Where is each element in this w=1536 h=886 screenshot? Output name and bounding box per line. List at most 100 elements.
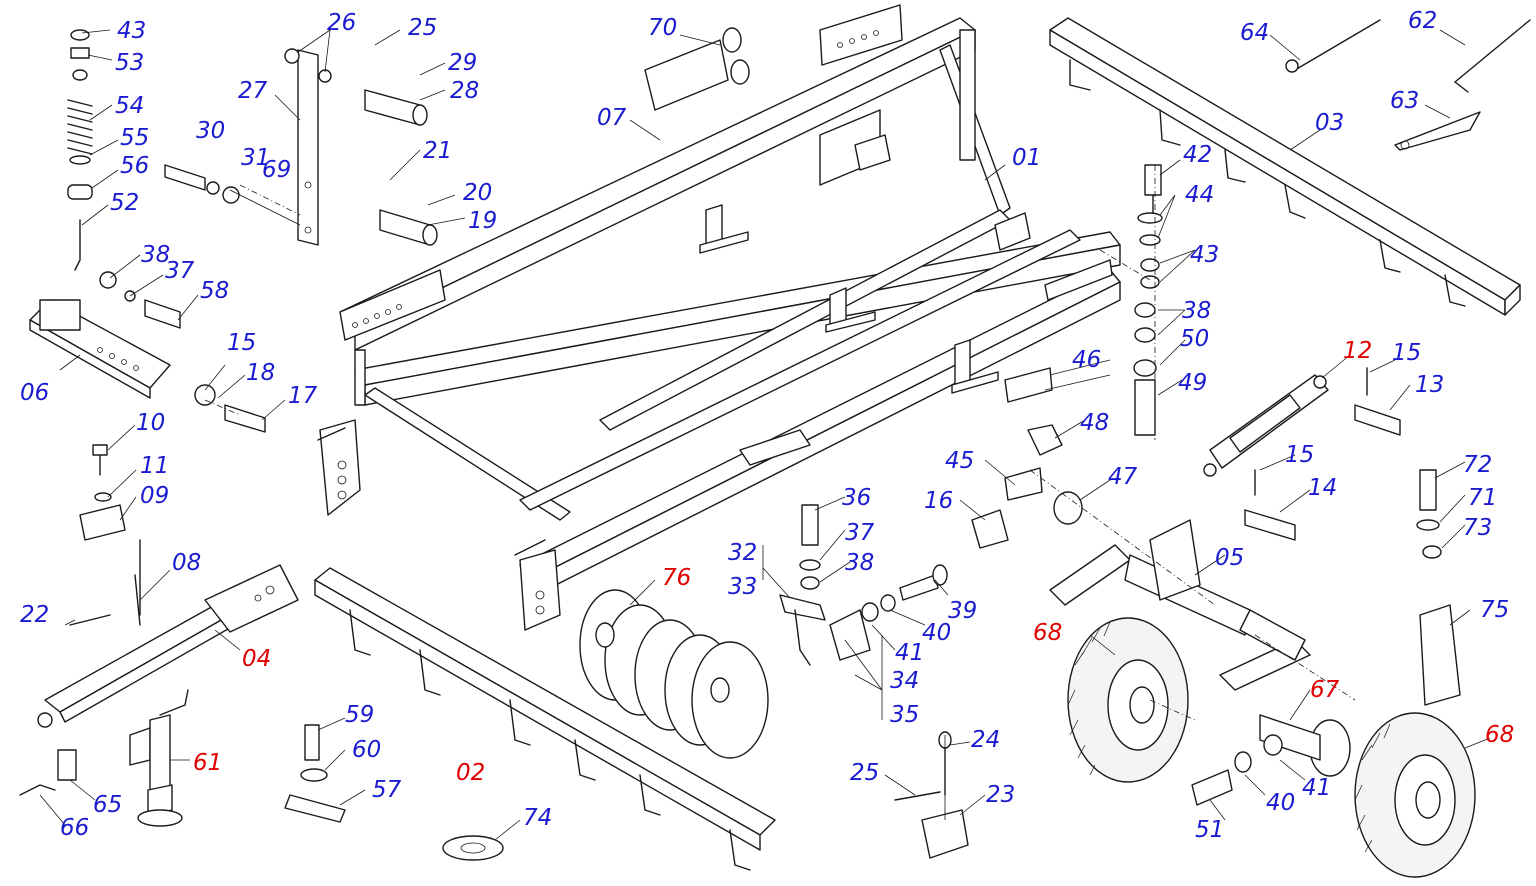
label-06: 06 [20, 380, 49, 406]
axle-holder [971, 367, 1083, 549]
label-24: 24 [971, 727, 1000, 753]
label-41a: 41 [895, 640, 924, 666]
wheel-68-right [1354, 712, 1476, 878]
label-46: 46 [1072, 347, 1101, 373]
label-01: 01 [1012, 145, 1041, 171]
label-14: 14 [1308, 475, 1337, 501]
label-07: 07 [597, 105, 627, 131]
label-25b: 25 [850, 760, 879, 786]
label-68b: 68 [1485, 722, 1514, 748]
label-41b: 41 [1302, 775, 1331, 801]
label-31: 31 [241, 145, 270, 171]
small-plates [284, 724, 504, 861]
label-18: 18 [246, 360, 275, 386]
link-27 [284, 48, 332, 246]
guard-plate-75 [1419, 604, 1461, 706]
label-38a: 38 [141, 242, 170, 268]
label-35: 35 [890, 702, 919, 728]
main-frame [317, 4, 1121, 631]
label-34: 34 [890, 668, 919, 694]
label-05: 05 [1215, 545, 1244, 571]
label-17: 17 [288, 383, 318, 409]
label-64: 64 [1240, 20, 1269, 46]
label-76: 76 [662, 565, 691, 591]
label-58: 58 [200, 278, 229, 304]
drawbar-04 [37, 564, 299, 766]
label-33: 33 [728, 574, 757, 600]
label-16: 16 [924, 488, 953, 514]
bracket-32-35 [779, 504, 948, 666]
label-61: 61 [193, 750, 222, 776]
label-73: 73 [1463, 515, 1492, 541]
label-65: 65 [93, 792, 122, 818]
spring-assembly [67, 29, 93, 271]
part-labels: 43 53 54 55 56 52 26 25 27 29 28 30 31 6… [20, 8, 1514, 843]
label-72: 72 [1463, 452, 1492, 478]
label-32: 32 [728, 540, 757, 566]
label-67: 67 [1310, 677, 1340, 703]
label-66: 66 [60, 815, 89, 841]
label-48: 48 [1080, 410, 1109, 436]
tools [1285, 19, 1531, 151]
label-03: 03 [1315, 110, 1344, 136]
label-74: 74 [523, 805, 552, 831]
label-62: 62 [1408, 8, 1437, 34]
bolt-stack [1133, 164, 1163, 436]
wheel-68-left [1067, 617, 1189, 783]
label-04: 04 [242, 646, 271, 672]
label-57: 57 [372, 777, 402, 803]
label-45: 45 [945, 448, 974, 474]
label-75: 75 [1480, 597, 1509, 623]
label-26: 26 [327, 10, 356, 36]
safety-chain-70 [644, 27, 750, 111]
pins [99, 89, 438, 433]
label-59: 59 [345, 702, 374, 728]
front-tool-beam-02 [314, 567, 776, 871]
label-21: 21 [423, 138, 452, 164]
label-09: 09 [140, 483, 169, 509]
label-22: 22 [20, 602, 49, 628]
label-36: 36 [842, 485, 871, 511]
label-15a: 15 [227, 330, 256, 356]
label-50: 50 [1180, 326, 1209, 352]
jack-61 [137, 689, 189, 827]
center-lines [204, 165, 1356, 721]
label-56: 56 [120, 153, 149, 179]
label-15b: 15 [1392, 340, 1421, 366]
label-38b: 38 [1182, 298, 1211, 324]
label-42: 42 [1183, 142, 1212, 168]
rear-tool-beam-03 [1049, 17, 1521, 316]
label-49: 49 [1178, 370, 1207, 396]
hub-67 [1191, 714, 1351, 806]
label-27: 27 [238, 78, 268, 104]
label-25a: 25 [408, 15, 437, 41]
bolt-72 [1416, 469, 1442, 559]
label-13: 13 [1415, 372, 1444, 398]
tine-parts [894, 731, 969, 859]
label-37b: 37 [845, 520, 875, 546]
lock-pin [19, 749, 77, 796]
label-11: 11 [140, 453, 169, 479]
label-54: 54 [115, 93, 144, 119]
label-12: 12 [1343, 338, 1372, 364]
label-10: 10 [136, 410, 165, 436]
label-44: 44 [1185, 182, 1214, 208]
label-68a: 68 [1033, 620, 1062, 646]
disc-gang-76 [579, 589, 769, 759]
label-69: 69 [262, 157, 291, 183]
hitch-06 [29, 299, 171, 399]
wheel-axle-05 [1049, 519, 1311, 691]
label-30: 30 [196, 118, 225, 144]
label-15c: 15 [1285, 442, 1314, 468]
label-19: 19 [468, 208, 497, 234]
label-38c: 38 [845, 550, 874, 576]
label-37a: 37 [165, 258, 195, 284]
label-52: 52 [110, 190, 139, 216]
label-47: 47 [1108, 464, 1138, 490]
label-28: 28 [450, 78, 479, 104]
label-39: 39 [948, 598, 977, 624]
label-40a: 40 [922, 620, 951, 646]
label-53: 53 [115, 50, 144, 76]
label-55: 55 [120, 125, 149, 151]
